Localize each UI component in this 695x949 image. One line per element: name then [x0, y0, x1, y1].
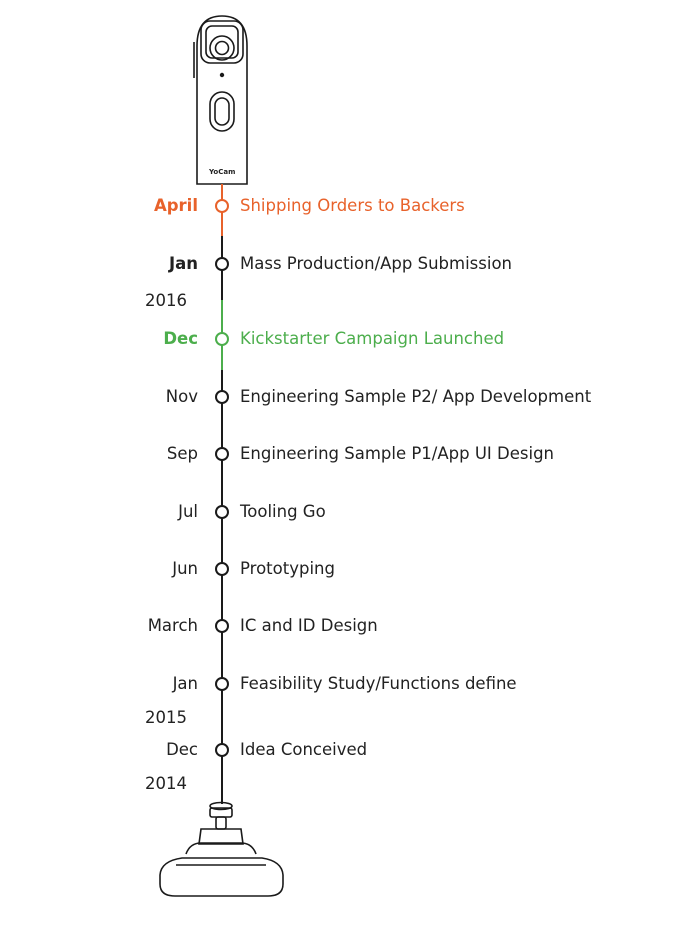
camera-icon: [193, 15, 248, 185]
milestone-node: [215, 257, 229, 271]
milestone-month: Dec: [163, 329, 198, 348]
milestone-month: Nov: [165, 387, 198, 406]
milestone-node: [215, 562, 229, 576]
milestone-node: [215, 447, 229, 461]
milestone-month: March: [147, 616, 198, 635]
milestone-year: 2014: [145, 774, 187, 793]
milestone-month: Jan: [168, 254, 198, 273]
milestone-month: Jan: [172, 674, 198, 693]
milestone-node: [215, 677, 229, 691]
tripod-base-icon: [159, 801, 284, 897]
milestone-node: [215, 505, 229, 519]
milestone-month: Jun: [172, 559, 198, 578]
milestone-event: Mass Production/App Submission: [240, 254, 513, 273]
milestone-month: Jul: [178, 502, 198, 521]
milestone-event: IC and ID Design: [240, 616, 378, 635]
milestone-node: [215, 390, 229, 404]
milestone-node: [215, 743, 229, 757]
milestone-month: April: [153, 196, 198, 215]
device-brand-label: YoCam: [209, 168, 236, 176]
milestone-event: Idea Conceived: [240, 740, 368, 759]
milestone-node: [215, 199, 229, 213]
milestone-year: 2015: [145, 708, 187, 727]
milestone-event: Engineering Sample P1/App UI Design: [240, 444, 554, 463]
milestone-year: 2016: [145, 291, 187, 310]
milestone-event: Prototyping: [240, 559, 335, 578]
milestone-month: Sep: [166, 444, 198, 463]
milestone-event: Shipping Orders to Backers: [240, 196, 465, 215]
milestone-event: Engineering Sample P2/ App Development: [240, 387, 592, 406]
milestone-month: Dec: [166, 740, 198, 759]
milestone-node: [215, 332, 229, 346]
milestone-event: Kickstarter Campaign Launched: [240, 329, 505, 348]
milestone-node: [215, 619, 229, 633]
milestone-event: Tooling Go: [240, 502, 326, 521]
milestone-event: Feasibility Study/Functions define: [240, 674, 517, 693]
